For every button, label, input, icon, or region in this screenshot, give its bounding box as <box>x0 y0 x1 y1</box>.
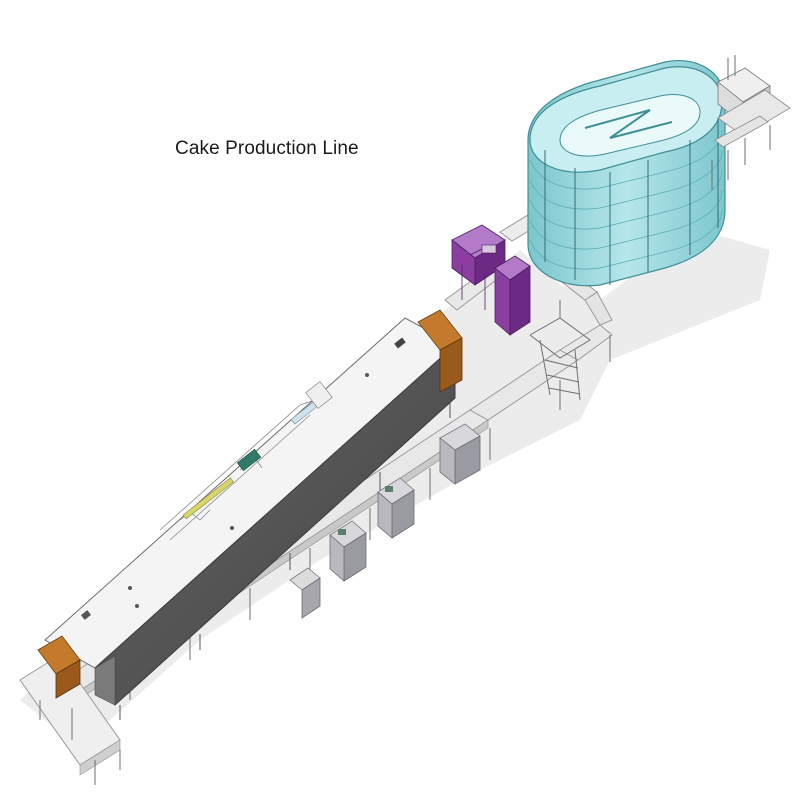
station-3 <box>329 520 367 582</box>
tunnel-oven <box>37 309 463 720</box>
station-2 <box>377 477 415 539</box>
oven-top-fittings <box>81 337 406 620</box>
diagram-title: Cake Production Line <box>175 138 359 159</box>
spiral-cooling-tower <box>527 60 726 287</box>
station-4 <box>289 567 321 619</box>
depositor-machine <box>451 224 531 336</box>
packing-station <box>711 55 791 190</box>
processing-stations <box>289 423 481 619</box>
station-1 <box>439 423 481 485</box>
service-platform <box>529 300 591 401</box>
